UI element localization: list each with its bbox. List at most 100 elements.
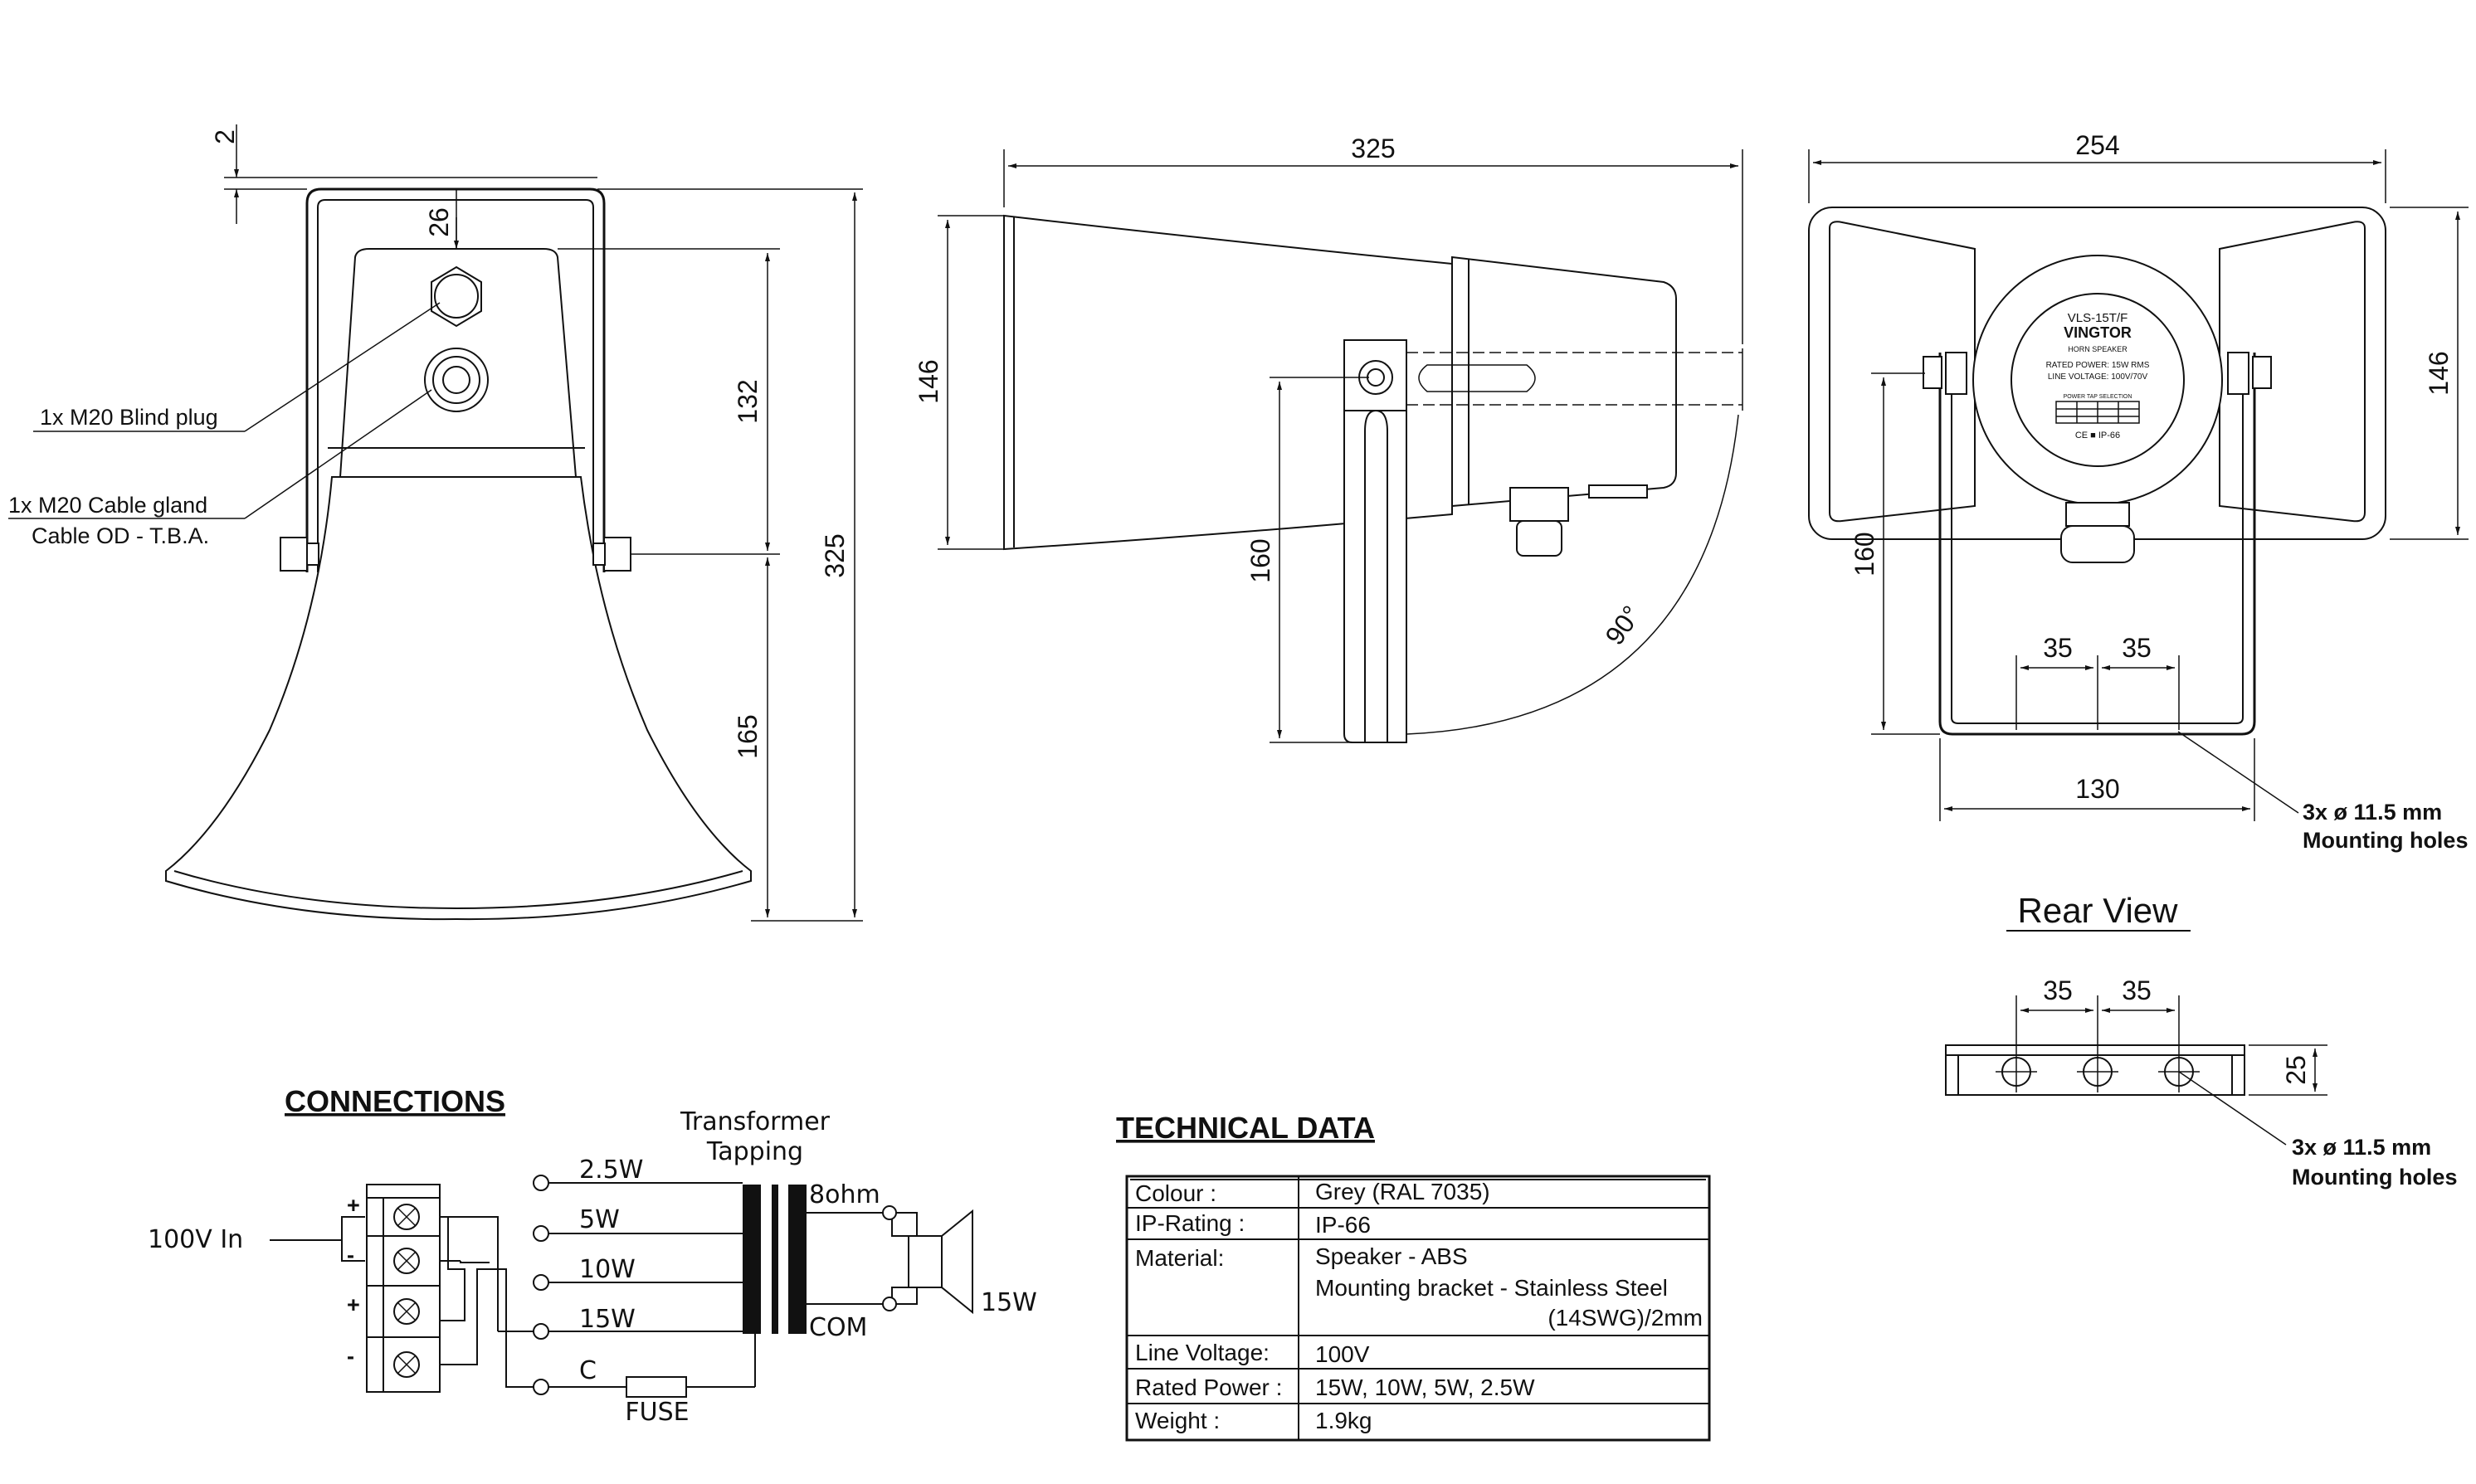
technical-data-title: TECHNICAL DATA xyxy=(1116,1111,1375,1145)
side-dim-mouth: 146 xyxy=(914,359,943,403)
tech-row-weight: Weight : 1.9kg xyxy=(1135,1408,1372,1433)
detail-holes-note-2: Mounting holes xyxy=(2292,1165,2457,1190)
terminal-screw-1 xyxy=(393,1204,420,1230)
rear-bolt-right xyxy=(2252,356,2272,389)
terminal-minus-1: - xyxy=(347,1243,354,1267)
detail-holes-note-1: 3x ø 11.5 mm xyxy=(2292,1135,2431,1160)
rear-bolt-left xyxy=(1923,356,1942,389)
rear-label-brand: VINGTOR xyxy=(2064,324,2132,341)
tech-label: Weight : xyxy=(1135,1408,1220,1433)
rear-label-power: RATED POWER: 15W RMS xyxy=(2046,361,2150,370)
front-bolt-left xyxy=(280,537,308,572)
tech-value: 1.9kg xyxy=(1315,1408,1372,1433)
rear-view-title: Rear View xyxy=(2018,891,2179,930)
rear-view: VLS-15T/F VINGTOR HORN SPEAKER RATED POW… xyxy=(1808,130,2469,932)
tap-15w: 15W xyxy=(579,1305,636,1334)
rear-dim-height: 146 xyxy=(2424,351,2454,395)
transformer-primary-icon xyxy=(743,1185,761,1334)
terminal-screw-2 xyxy=(393,1248,420,1274)
front-dim-plug-offset: 26 xyxy=(424,207,454,237)
speaker-icon xyxy=(908,1235,943,1288)
technical-data-table xyxy=(1125,1175,1711,1442)
tap-10w: 10W xyxy=(579,1255,636,1284)
front-dim-total-height: 325 xyxy=(820,533,850,577)
terminal-plus-2: + xyxy=(347,1292,360,1317)
tech-label: Material: xyxy=(1135,1245,1224,1271)
tech-label: Colour : xyxy=(1135,1180,1216,1206)
tech-value: 15W, 10W, 5W, 2.5W xyxy=(1315,1375,1535,1400)
fuse-label: FUSE xyxy=(625,1398,689,1427)
bracket-detail: 35 35 25 3x ø 11.5 mm Mounting holes xyxy=(1945,976,2457,1190)
front-bolt-right xyxy=(603,537,631,572)
tech-row-line-voltage: Line Voltage: 100V xyxy=(1135,1340,1370,1367)
rear-dim-bracket-height: 160 xyxy=(1850,532,1879,576)
tap-common: C xyxy=(579,1356,597,1385)
tech-label: Line Voltage: xyxy=(1135,1340,1270,1365)
front-dim-top-gap: 2 xyxy=(210,129,240,144)
detail-dim-spacing-left: 35 xyxy=(2043,976,2073,1005)
tap-2-5w: 2.5W xyxy=(579,1156,643,1185)
tech-row-material: Material: Speaker - ABS Mounting bracket… xyxy=(1135,1243,1703,1331)
rear-dim-hole-right: 35 xyxy=(2122,633,2152,663)
tech-value: Speaker - ABS xyxy=(1315,1243,1468,1269)
tech-value: IP-66 xyxy=(1315,1212,1371,1238)
rear-label-model: VLS-15T/F xyxy=(2068,311,2128,325)
rear-dim-hole-left: 35 xyxy=(2043,633,2073,663)
callout-blind-plug: 1x M20 Blind plug xyxy=(40,405,218,430)
terminal-screw-3 xyxy=(393,1298,420,1325)
front-dim-lower: 165 xyxy=(733,714,763,758)
tech-row-ip-rating: IP-Rating : IP-66 xyxy=(1135,1210,1371,1238)
terminal-minus-2: - xyxy=(347,1344,354,1369)
side-dim-length: 325 xyxy=(1351,134,1395,163)
side-gland-icon xyxy=(1509,487,1569,522)
front-horn xyxy=(165,476,752,921)
rear-bracket xyxy=(1938,353,2256,736)
detail-dim-spacing-right: 35 xyxy=(2122,976,2152,1005)
speaker-power-label: 15W xyxy=(981,1288,1037,1317)
rear-label-subtitle: HORN SPEAKER xyxy=(2068,345,2128,353)
rear-dim-width: 254 xyxy=(2075,130,2119,160)
tech-value: (14SWG)/2mm xyxy=(1548,1305,1703,1331)
connections-diagram: CONNECTIONS Transformer Tapping 100V In … xyxy=(148,1084,1037,1427)
tech-label: Rated Power : xyxy=(1135,1375,1282,1400)
side-horn xyxy=(1003,214,1453,551)
transformer-label-2: Tapping xyxy=(706,1137,803,1166)
callout-cable-gland: 1x M20 Cable gland xyxy=(8,493,207,518)
tech-row-rated-power: Rated Power : 15W, 10W, 5W, 2.5W xyxy=(1135,1375,1535,1400)
tech-label: IP-Rating : xyxy=(1135,1210,1245,1236)
rear-holes-note-2: Mounting holes xyxy=(2303,828,2468,853)
transformer-secondary-icon xyxy=(788,1185,807,1334)
rear-dim-bracket-width: 130 xyxy=(2075,774,2119,804)
fuse-icon xyxy=(626,1376,687,1398)
rear-holes-note-1: 3x ø 11.5 mm xyxy=(2303,800,2442,825)
callout-cable-od: Cable OD - T.B.A. xyxy=(32,523,209,548)
com-label: COM xyxy=(809,1313,867,1342)
connections-title: CONNECTIONS xyxy=(285,1084,505,1118)
front-bracket xyxy=(305,187,606,572)
transformer-label-1: Transformer xyxy=(680,1107,831,1136)
tech-value: Grey (RAL 7035) xyxy=(1315,1179,1490,1204)
side-view: 325 146 160 90° xyxy=(914,134,1743,743)
side-bracket xyxy=(1343,339,1407,743)
front-dim-upper: 132 xyxy=(733,379,763,423)
blind-plug-icon xyxy=(431,265,482,328)
detail-dim-height: 25 xyxy=(2281,1055,2311,1085)
technical-data: TECHNICAL DATA Colour : Grey (RAL 7035) … xyxy=(1116,1111,1711,1442)
rear-label-marks: CE ■ IP-66 xyxy=(2075,431,2120,440)
tech-value: Mounting bracket - Stainless Steel xyxy=(1315,1275,1668,1301)
rear-gland-icon xyxy=(2065,502,2130,527)
secondary-ohm-label: 8ohm xyxy=(809,1180,880,1209)
side-dim-bracket: 160 xyxy=(1245,538,1275,582)
terminal-screw-4 xyxy=(393,1351,420,1378)
tech-value: 100V xyxy=(1315,1341,1370,1367)
terminal-plus-1: + xyxy=(347,1193,360,1218)
rear-label-voltage: LINE VOLTAGE: 100V/70V xyxy=(2048,372,2148,382)
cable-gland-icon xyxy=(424,348,489,412)
tap-5w: 5W xyxy=(579,1205,620,1234)
rear-label-table-title: POWER TAP SELECTION xyxy=(2064,394,2132,400)
front-view: 2 26 132 165 325 1x M20 Blind plug 1x M2… xyxy=(8,124,863,922)
tech-row-colour: Colour : Grey (RAL 7035) xyxy=(1135,1179,1490,1206)
side-body xyxy=(1451,255,1677,508)
input-label: 100V In xyxy=(148,1225,243,1254)
